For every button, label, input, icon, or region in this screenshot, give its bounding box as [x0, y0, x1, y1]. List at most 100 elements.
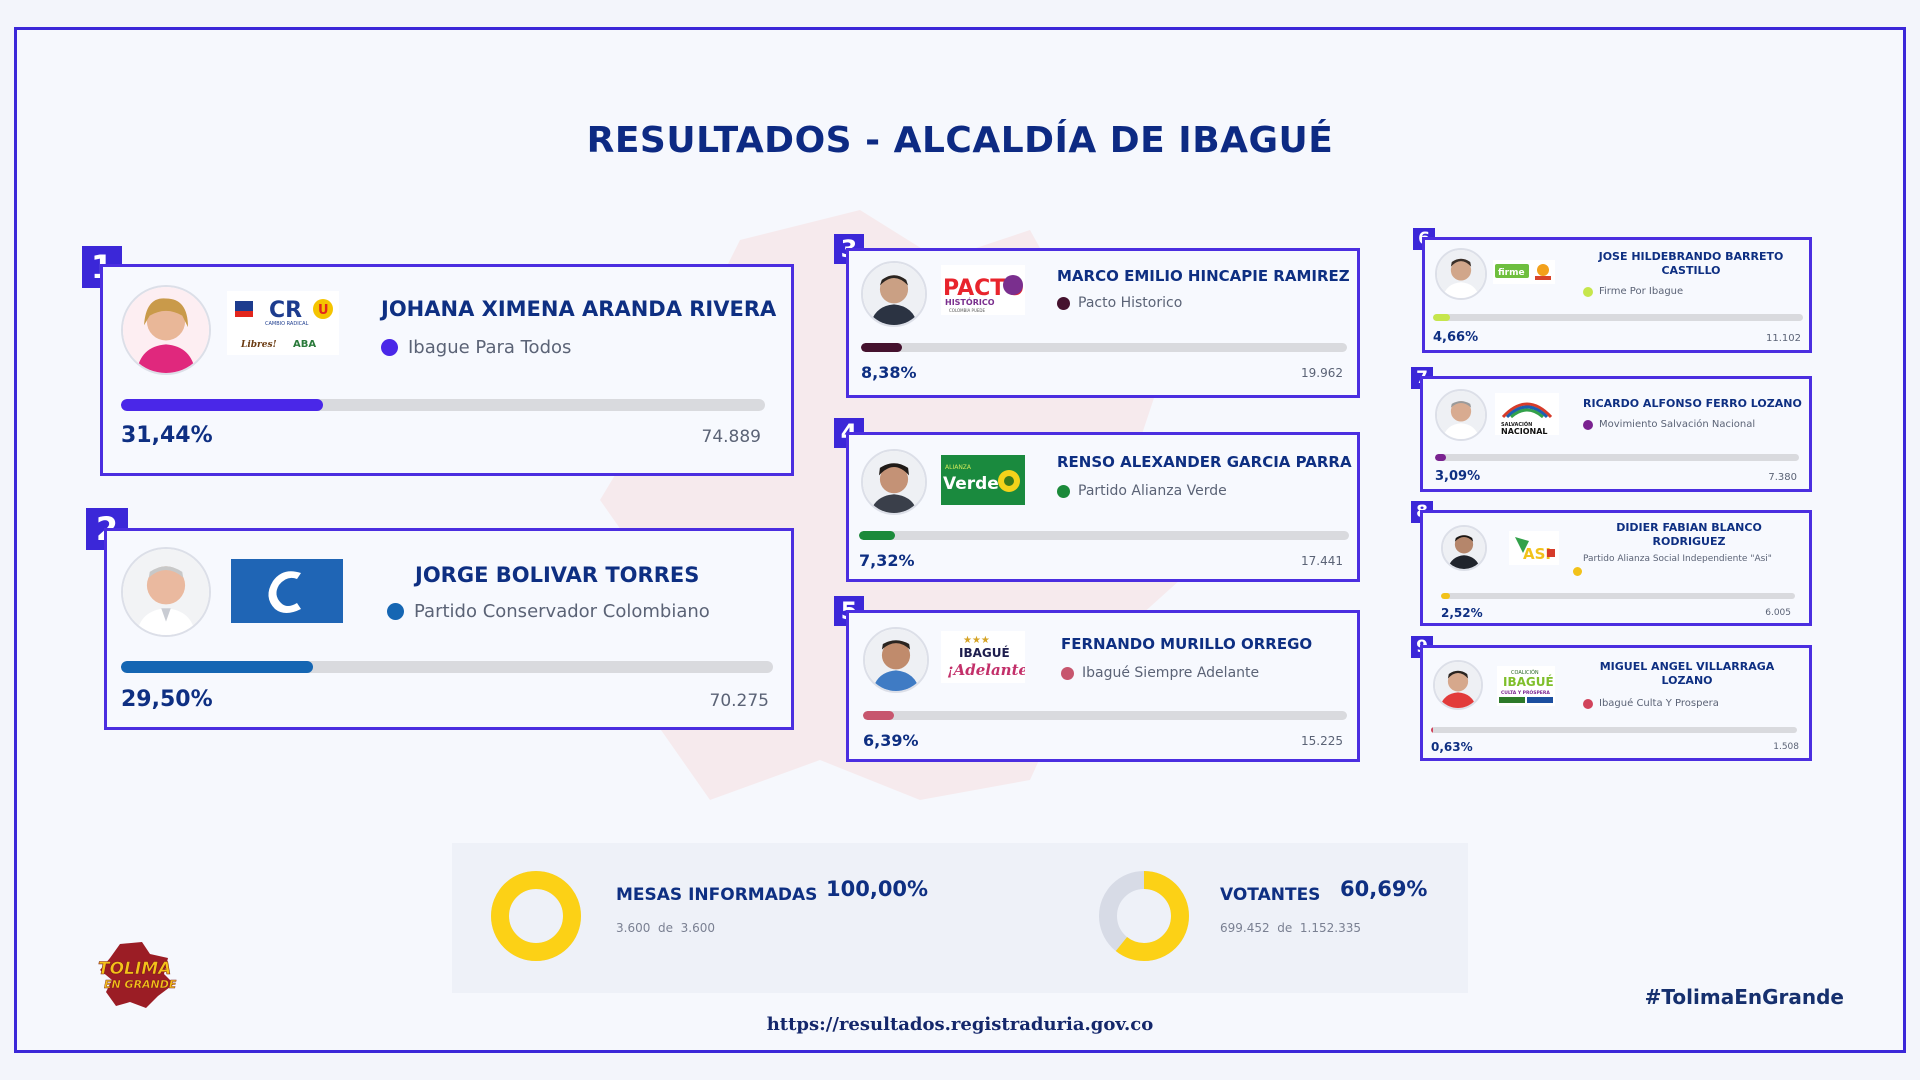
party-logo-8: ASI	[1509, 531, 1559, 565]
source-url-link[interactable]: https://resultados.registraduria.gov.co	[766, 1014, 1154, 1035]
adelante-logo-stars: ★★★	[963, 635, 990, 646]
vote-percent: 3,09%	[1435, 469, 1481, 484]
mesas-of: de	[658, 921, 673, 935]
vote-percent: 2,52%	[1441, 606, 1483, 620]
party-name: Movimiento Salvación Nacional	[1599, 419, 1756, 430]
candidate-card-1[interactable]: CR CAMBIO RADICAL U Libres! ABA JOHANA X…	[100, 264, 794, 476]
vote-progress-fill	[863, 711, 894, 720]
salvacion-logo-line1: SALVACIÓN	[1501, 421, 1532, 428]
mesas-ring-fill	[491, 871, 581, 961]
tolima-en-grande-logo: TOLIMA EN GRANDE	[98, 942, 177, 1008]
salvacion-nacional-rainbow-icon: SALVACIÓN NACIONAL	[1501, 402, 1553, 435]
party-color-dot	[1573, 567, 1582, 576]
mesas-reported: 3.600	[616, 921, 651, 935]
svg-text:U: U	[318, 303, 329, 318]
stats-panel: MESAS INFORMADAS 100,00% 3.600 de 3.600 …	[452, 843, 1468, 993]
votantes-label: VOTANTES	[1220, 885, 1321, 905]
votantes-value: 60,69%	[1340, 877, 1428, 901]
candidate-photo	[861, 449, 927, 515]
culta-logo-top: COALICIÓN	[1511, 669, 1539, 676]
party-name: Firme Por Ibague	[1599, 286, 1684, 297]
vote-percent: 29,50%	[121, 687, 213, 712]
vote-progress-fill	[859, 531, 895, 540]
mesas-value: 100,00%	[826, 877, 929, 901]
party-name: Ibagué Culta Y Prospera	[1599, 698, 1719, 709]
conservative-c-icon	[268, 571, 301, 613]
party-label: Partido Conservador Colombiano	[387, 601, 710, 622]
firme-logo-text: firme	[1498, 268, 1525, 278]
vote-progress-bar	[863, 711, 1347, 720]
vote-progress-fill	[121, 399, 324, 411]
verde-logo-text: Verde	[943, 474, 999, 494]
mesas-label: MESAS INFORMADAS	[616, 885, 818, 905]
vote-count: 1.508	[1773, 742, 1799, 752]
culta-logo-text: IBAGUÉ	[1503, 674, 1554, 689]
vote-percent: 7,32%	[859, 551, 915, 570]
vote-percent: 31,44%	[121, 423, 213, 448]
votantes-reported: 699.452	[1220, 921, 1270, 935]
party-logo-6: firme	[1493, 260, 1555, 284]
culta-logo-subtext: CULTA Y PRÓSPERA	[1501, 689, 1550, 696]
adelante-logo-text: IBAGUÉ	[959, 645, 1010, 660]
vote-count: 19.962	[1301, 366, 1343, 380]
vote-progress-bar	[1441, 593, 1795, 599]
votantes-counts: 699.452 de 1.152.335	[1220, 921, 1361, 935]
party-label: Partido Alianza Social Independiente "As…	[1573, 553, 1799, 576]
vote-count: 15.225	[1301, 734, 1343, 748]
party-color-dot	[1583, 286, 1593, 297]
salvacion-logo-line2: NACIONAL	[1501, 427, 1548, 435]
party-color-dot	[381, 339, 398, 356]
candidate-name: RENSO ALEXANDER GARCIA PARRA	[1057, 453, 1352, 471]
party-name: Partido Alianza Verde	[1078, 483, 1227, 499]
party-name: Ibague Para Todos	[408, 337, 572, 358]
vote-progress-fill	[1441, 593, 1450, 599]
candidate-photo	[1433, 660, 1483, 710]
candidate-photo	[861, 261, 927, 327]
adelante-logo-subtext: ¡Adelante!	[947, 661, 1025, 679]
vote-count: 17.441	[1301, 554, 1343, 568]
party-label: Firme Por Ibague	[1583, 286, 1683, 297]
party-name: Partido Conservador Colombiano	[414, 601, 710, 622]
party-name: Partido Alianza Social Independiente "As…	[1583, 554, 1772, 564]
party-logo-7: SALVACIÓN NACIONAL	[1495, 393, 1559, 435]
party-logo-2	[231, 559, 343, 623]
votantes-ring-fill	[1099, 871, 1189, 961]
asi-logo-text: ASI	[1523, 545, 1551, 563]
svg-text:Libres!: Libres!	[240, 340, 277, 350]
party-label: Pacto Historico	[1057, 295, 1182, 311]
candidate-card-9[interactable]: COALICIÓN IBAGUÉ CULTA Y PRÓSPERA MIGUEL…	[1420, 645, 1812, 761]
candidate-card-4[interactable]: ALIANZA Verde RENSO ALEXANDER GARCIA PAR…	[846, 432, 1360, 582]
candidate-name: MIGUEL ANGEL VILLARRAGA LOZANO	[1599, 660, 1775, 687]
vote-progress-bar	[1431, 727, 1797, 733]
candidate-photo	[121, 547, 211, 637]
vote-percent: 6,39%	[863, 731, 919, 750]
party-logo-5: ★★★ IBAGUÉ ¡Adelante!	[941, 631, 1025, 683]
mesas-ring-chart	[491, 871, 581, 961]
vote-progress-fill	[1435, 454, 1447, 461]
page-title: RESULTADOS - ALCALDÍA DE IBAGUÉ	[586, 120, 1334, 161]
pacto-logo-subtext: HISTÓRICO	[945, 296, 995, 307]
aba-logo-text: ABA	[293, 339, 316, 350]
vote-progress-bar	[1435, 454, 1799, 461]
party-color-dot	[1061, 666, 1074, 680]
hashtag: #TolimaEnGrande	[1644, 985, 1844, 1009]
party-label: Ibague Para Todos	[381, 337, 571, 358]
candidate-card-3[interactable]: PACTO HISTÓRICO COLOMBIA PUEDE MARCO EMI…	[846, 248, 1360, 398]
candidate-name: MARCO EMILIO HINCAPIE RAMIREZ	[1057, 267, 1350, 285]
vote-percent: 0,63%	[1431, 740, 1473, 754]
party-label: Partido Alianza Verde	[1057, 483, 1227, 499]
vote-count: 11.102	[1766, 333, 1801, 344]
party-logo-1: CR CAMBIO RADICAL U Libres! ABA	[227, 291, 339, 355]
vote-progress-bar	[121, 661, 773, 673]
party-logo-3: PACTO HISTÓRICO COLOMBIA PUEDE	[941, 265, 1025, 315]
party-name: Pacto Historico	[1078, 295, 1183, 311]
candidate-card-8[interactable]: ASI DIDIER FABIAN BLANCO RODRIGUEZ Parti…	[1420, 510, 1812, 626]
candidate-card-7[interactable]: SALVACIÓN NACIONAL RICARDO ALFONSO FERRO…	[1420, 376, 1812, 492]
party-label: Movimiento Salvación Nacional	[1583, 419, 1755, 430]
vote-count: 7.380	[1768, 472, 1797, 483]
brand-line1: TOLIMA	[98, 959, 171, 979]
candidate-card-2[interactable]: JORGE BOLIVAR TORRES Partido Conservador…	[104, 528, 794, 730]
candidate-card-5[interactable]: ★★★ IBAGUÉ ¡Adelante! FERNANDO MURILLO O…	[846, 610, 1360, 762]
vote-percent: 8,38%	[861, 363, 917, 382]
candidate-card-6[interactable]: firme JOSE HILDEBRANDO BARRETO CASTILLO …	[1422, 237, 1812, 353]
